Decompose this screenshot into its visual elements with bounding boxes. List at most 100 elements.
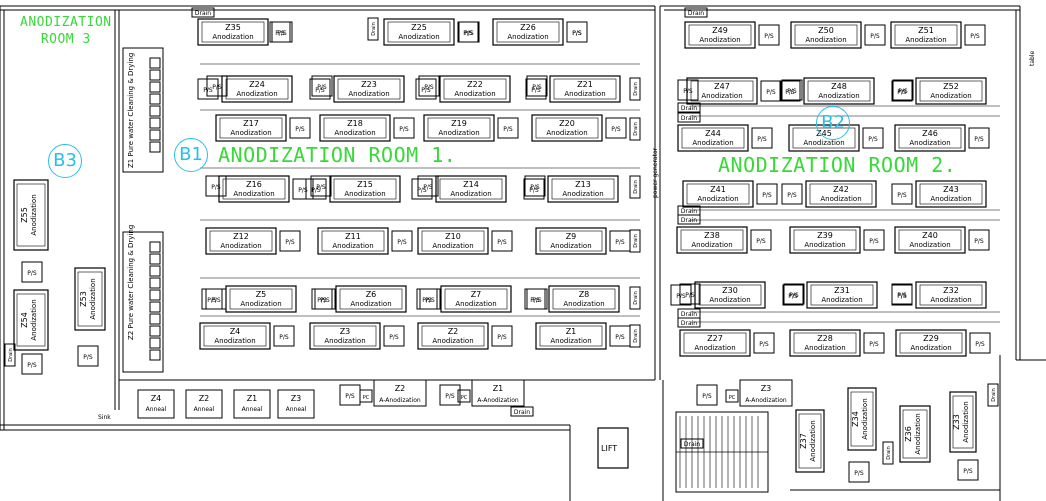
sink-label: Sink — [98, 414, 111, 421]
station-sub: Anodization — [432, 242, 473, 250]
drain-box — [629, 286, 641, 310]
rack-cell — [149, 81, 161, 93]
station-tank — [798, 413, 822, 469]
station-tank — [337, 78, 401, 100]
anneal-box — [233, 389, 271, 419]
ps-label: P/S — [897, 192, 907, 199]
ps-label: P/S — [974, 238, 984, 245]
station-sub: Anodization — [962, 401, 970, 442]
station-name: Z4 — [230, 327, 241, 336]
station-sub: Anodization — [861, 398, 869, 439]
pc-box — [457, 389, 471, 403]
ps-box — [415, 78, 437, 100]
ps-label: P/S — [756, 238, 766, 245]
station-name: Z48 — [831, 82, 847, 91]
station-sub: Anodization — [692, 139, 733, 147]
station-name: Z43 — [943, 185, 959, 194]
station-tank — [222, 178, 286, 200]
a-anod-box — [373, 379, 427, 407]
rack-cell — [149, 301, 161, 313]
pc-label: PC — [729, 395, 736, 401]
ps-box — [491, 230, 513, 252]
drain-box — [629, 324, 641, 348]
ps-label: P/S — [676, 293, 686, 300]
drain-label: Drain — [681, 105, 697, 112]
station-outer — [949, 391, 977, 453]
station-sub: Anodization — [699, 36, 740, 44]
station-sub: Anodization — [809, 420, 817, 461]
station-name: Z23 — [361, 80, 377, 89]
rack-cell — [149, 277, 161, 289]
station-tank — [321, 230, 385, 252]
station-sub: Anodization — [240, 300, 281, 308]
ps-label: P/S — [423, 184, 433, 191]
rack-cell — [149, 117, 161, 129]
pc-box — [725, 389, 739, 403]
ps-label: P/S — [207, 297, 217, 304]
station-sub: Anodization — [454, 90, 495, 98]
drain-box — [629, 77, 641, 101]
ps-box — [21, 261, 43, 283]
station-tank — [444, 288, 508, 310]
ps-label: P/S — [277, 30, 287, 37]
ps-box — [206, 75, 228, 97]
ps-label: P/S — [854, 470, 864, 477]
station-sub: Anodization — [455, 300, 496, 308]
station-name: Z3 — [340, 327, 351, 336]
station-tank — [850, 391, 874, 447]
station-tank — [681, 127, 745, 149]
station-outer — [221, 75, 293, 103]
ps-box — [273, 325, 295, 347]
ps-label: P/S — [317, 297, 327, 304]
station-outer — [795, 409, 825, 473]
station-outer — [423, 114, 495, 142]
ps-label: P/S — [316, 184, 326, 191]
ps-label: P/S — [417, 187, 427, 194]
ps-label: P/S — [311, 187, 321, 194]
station-tank — [698, 284, 762, 306]
station-name: Z1 — [566, 327, 577, 336]
ps-label: P/S — [897, 89, 907, 96]
ps-label: P/S — [315, 87, 325, 94]
station-sub: Anodization — [348, 90, 389, 98]
ps-box — [417, 175, 439, 197]
station-outer — [686, 77, 758, 105]
drain-box — [4, 343, 16, 367]
station-tank — [683, 332, 747, 354]
station-outer — [13, 179, 49, 251]
station-sub: Anodization — [438, 129, 479, 137]
rack-cell — [149, 57, 161, 69]
ps-label: P/S — [27, 362, 37, 369]
station-tank — [919, 284, 983, 306]
ps-box — [526, 75, 548, 97]
station-outer — [535, 322, 607, 350]
station-outer — [894, 226, 966, 254]
drain-box — [987, 383, 999, 407]
station-name: Z19 — [451, 119, 467, 128]
a-anod-sub: A-Anodization — [379, 397, 421, 404]
station-name: Z10 — [445, 232, 461, 241]
station-outer — [676, 226, 748, 254]
ps-box — [197, 78, 219, 100]
drain-label: Drain — [681, 311, 697, 318]
station-name: Z35 — [225, 23, 241, 32]
table-label: table — [1029, 50, 1036, 66]
ps-box — [314, 288, 336, 310]
station-outer — [789, 226, 861, 254]
station-sub: Anodization — [701, 92, 742, 100]
ps-label: P/S — [975, 341, 985, 348]
drain-label: Drain — [633, 234, 639, 248]
